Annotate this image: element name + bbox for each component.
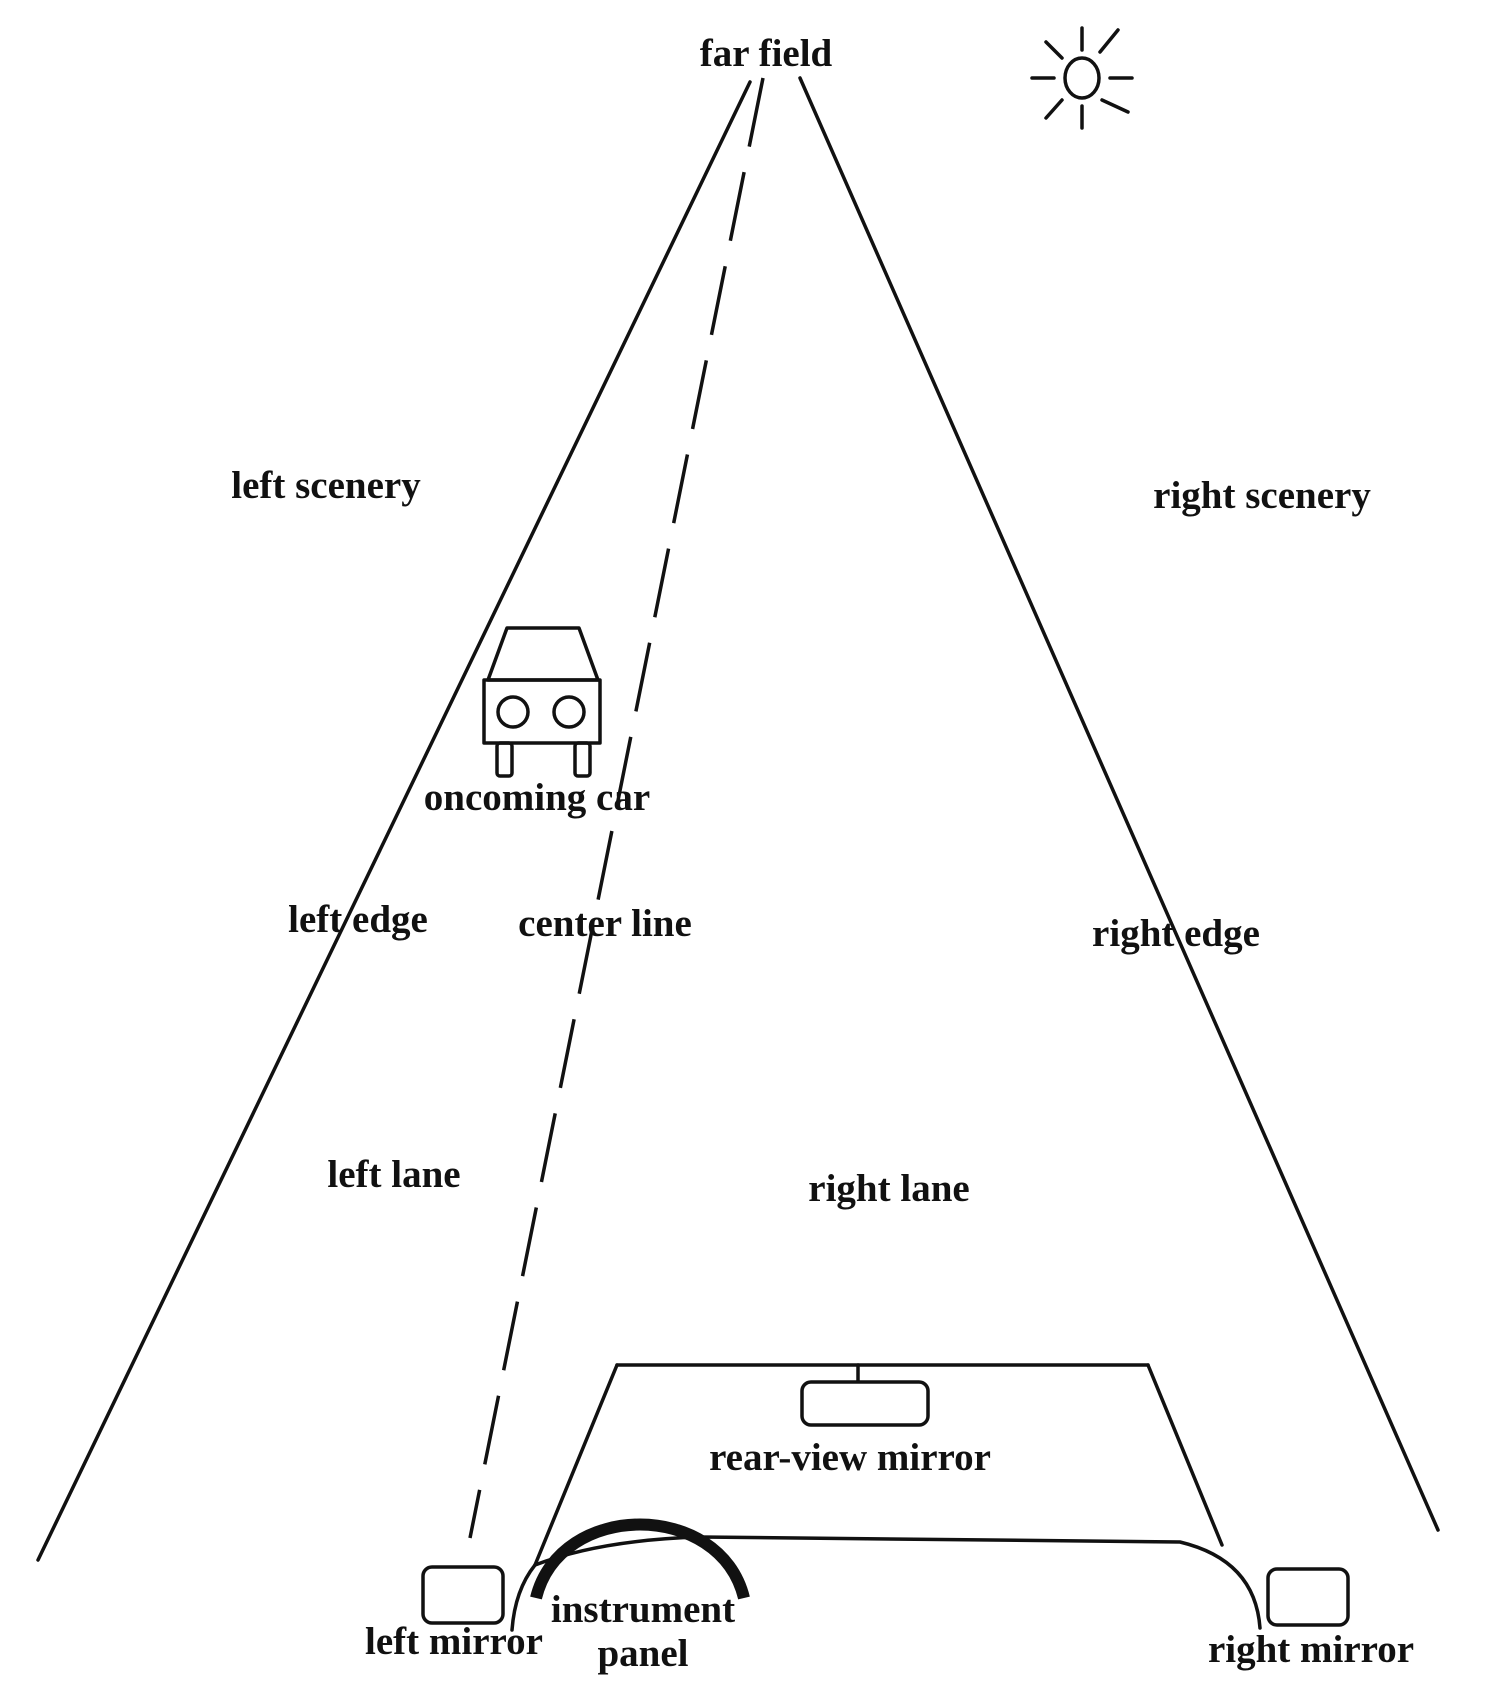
label-left-lane: left lane <box>327 1153 460 1196</box>
label-instrument-panel-line1: instrument <box>551 1588 735 1631</box>
label-left-scenery: left scenery <box>231 464 421 507</box>
label-right-mirror: right mirror <box>1208 1628 1414 1671</box>
label-far-field: far field <box>700 32 833 75</box>
label-instrument-panel-line2: panel <box>597 1632 688 1675</box>
right-road-edge <box>798 76 1440 1532</box>
label-left-mirror: left mirror <box>365 1620 543 1663</box>
right-mirror-icon <box>1266 1567 1350 1627</box>
rear-view-mirror-icon <box>800 1363 930 1427</box>
label-oncoming-car: oncoming car <box>424 776 650 819</box>
label-rear-view-mirror: rear-view mirror <box>709 1436 991 1479</box>
instrument-panel-arc <box>530 1518 750 1600</box>
left-mirror-icon <box>421 1565 505 1625</box>
label-right-edge: right edge <box>1092 912 1260 955</box>
oncoming-car-icon <box>482 626 602 778</box>
label-right-lane: right lane <box>808 1167 969 1210</box>
left-road-edge <box>36 80 752 1562</box>
label-left-edge: left edge <box>288 898 428 941</box>
center-line-dashes <box>468 77 765 1539</box>
label-center-line: center line <box>518 902 692 945</box>
sun-icon <box>1030 26 1134 130</box>
label-right-scenery: right scenery <box>1153 474 1371 517</box>
